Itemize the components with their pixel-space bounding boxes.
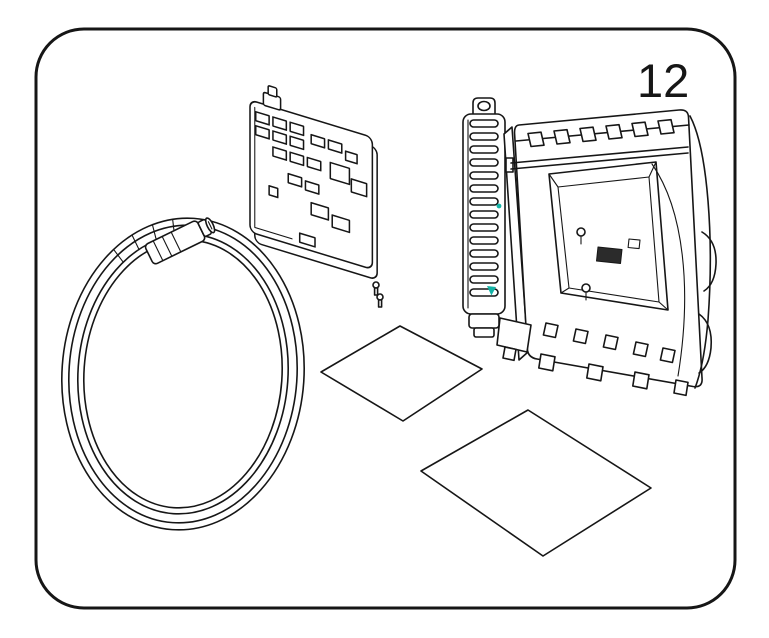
mounting-bracket-assembly (462, 97, 717, 397)
gasket-sheet-large (420, 409, 652, 557)
frame-back-panel (557, 176, 660, 303)
figure-border (34, 27, 737, 610)
bar-bottom-tab (473, 327, 495, 338)
bar-bottom-foot (468, 313, 500, 329)
clamp-band-slots (112, 219, 176, 263)
fuse-box-screws (372, 281, 384, 308)
frame-cross-rod (505, 146, 689, 173)
frame-wing-upper (701, 231, 717, 292)
clamp-worm-drive (144, 217, 216, 265)
highlight-arrow-icon (487, 286, 496, 296)
fuse-box-module (249, 85, 378, 279)
frame-cable-line (651, 163, 686, 377)
frame-small-port (627, 238, 641, 250)
fuse-box-top-tab (262, 85, 282, 111)
hose-clamp (61, 217, 305, 531)
finned-retainer-bar (462, 97, 506, 338)
frame-wing-lower (698, 313, 713, 374)
frame-mounting-teeth (538, 353, 689, 397)
frame-bottom-slots (542, 322, 676, 364)
frame-screw-bosses (576, 227, 591, 301)
frame-top-slots (527, 118, 675, 148)
frame-connector-block (596, 246, 623, 264)
bar-tab-hole (477, 100, 491, 112)
bar-foot-plate (496, 317, 532, 353)
frame-right-depth (689, 115, 712, 389)
highlight-dot-icon (496, 203, 502, 209)
fuse-grid (254, 110, 368, 248)
clamp-screw-icon (197, 217, 216, 238)
bar-foot-tooth (502, 346, 517, 362)
frame-opening (548, 161, 669, 311)
figure-number: 12 (637, 54, 689, 107)
gasket-sheet-small (320, 325, 483, 422)
